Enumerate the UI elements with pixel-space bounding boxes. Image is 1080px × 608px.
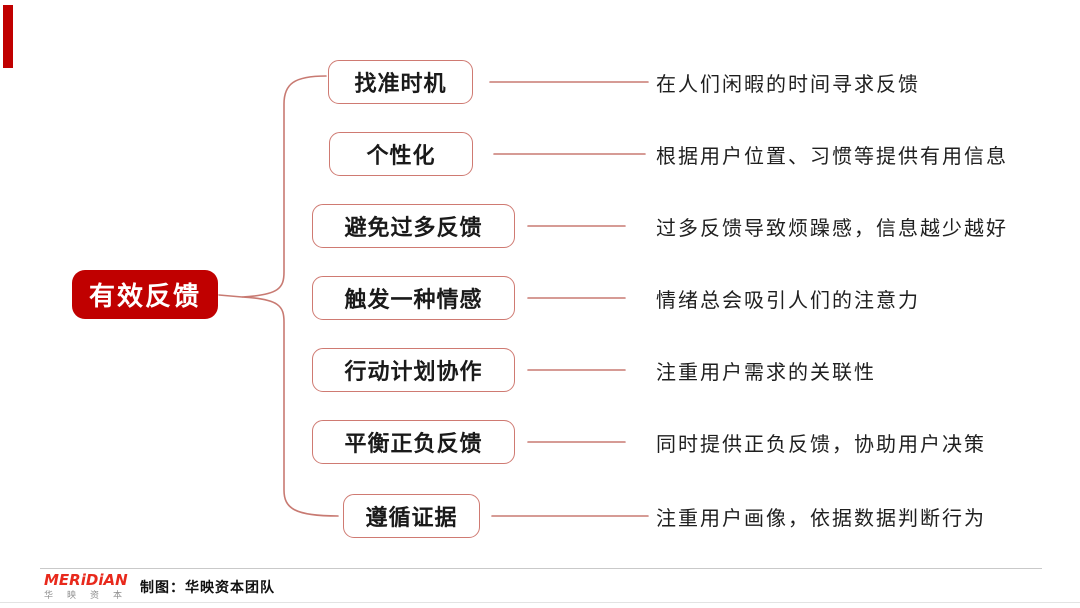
branch-description-5: 注重用户需求的关联性 [656, 359, 876, 384]
branch-box-4: 触发一种情感 [312, 276, 515, 320]
branch-label-4: 触发一种情感 [344, 287, 483, 313]
branch-label-5: 行动计划协作 [344, 359, 483, 385]
branch-label-3: 避免过多反馈 [344, 215, 483, 241]
logo-subtext-char: 本 [112, 591, 122, 601]
branch-label-7: 遵循证据 [365, 505, 458, 531]
branch-description-7: 注重用户画像，依据数据判断行为 [656, 505, 986, 530]
credit-text: 制图：华映资本团队 [140, 580, 275, 596]
root-brace-link [218, 294, 243, 298]
root-node-label: 有效反馈 [88, 282, 201, 312]
branch-box-7: 遵循证据 [343, 494, 480, 538]
branch-description-2: 根据用户位置、习惯等提供有用信息 [656, 143, 1008, 168]
branch-label-6: 平衡正负反馈 [344, 431, 483, 457]
corner-accent-bar [3, 5, 13, 68]
branch-box-2: 个性化 [329, 132, 473, 176]
branch-description-4: 情绪总会吸引人们的注意力 [656, 287, 920, 312]
branch-box-3: 避免过多反馈 [312, 204, 515, 248]
branch-description-6: 同时提供正负反馈，协助用户决策 [656, 431, 986, 456]
branch-box-5: 行动计划协作 [312, 348, 515, 392]
root-node: 有效反馈 [72, 270, 218, 319]
footer-divider-bottom [0, 602, 1080, 603]
meridian-logo-subtext: 华 映 资 本 [44, 590, 122, 602]
branch-box-6: 平衡正负反馈 [312, 420, 515, 464]
logo-subtext-char: 映 [66, 591, 76, 601]
branch-label-1: 找准时机 [354, 71, 447, 97]
branch-description-3: 过多反馈导致烦躁感，信息越少越好 [656, 215, 1008, 240]
meridian-logo-text: MERiDiAN [44, 571, 128, 589]
branch-box-1: 找准时机 [328, 60, 473, 104]
branch-label-2: 个性化 [366, 143, 436, 169]
logo-subtext-char: 资 [89, 591, 99, 601]
footer-divider-top [40, 568, 1042, 569]
brace [241, 75, 339, 517]
meridian-logo: MERiDiAN 华 映 资 本 [44, 571, 128, 602]
logo-subtext-char: 华 [44, 591, 54, 601]
branch-description-1: 在人们闲暇的时间寻求反馈 [656, 71, 920, 96]
